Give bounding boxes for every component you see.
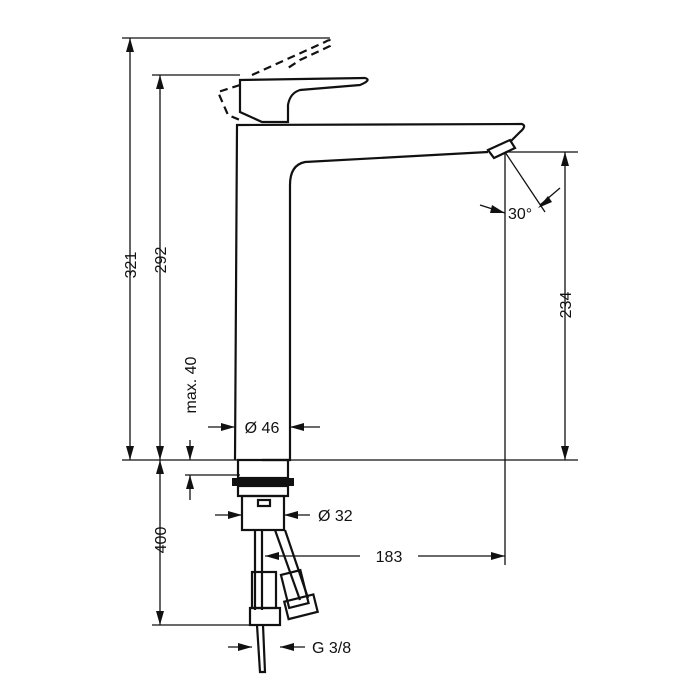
shank-and-hoses	[232, 458, 320, 674]
dim-diameter-46: Ø 46	[245, 420, 280, 437]
dimension-lines	[126, 38, 569, 651]
dim-292: 292	[153, 247, 170, 274]
dim-max-40: max. 40	[183, 356, 200, 413]
dim-183: 183	[376, 549, 403, 566]
dim-angle-30: 30°	[508, 206, 532, 223]
dim-321: 321	[123, 252, 140, 279]
dim-400: 400	[153, 527, 170, 554]
dim-thread: G 3/8	[312, 640, 351, 657]
dim-diameter-32: Ø 32	[318, 508, 353, 525]
dim-234: 234	[558, 292, 575, 319]
extension-lines	[122, 37, 578, 626]
faucet-body	[216, 39, 526, 462]
